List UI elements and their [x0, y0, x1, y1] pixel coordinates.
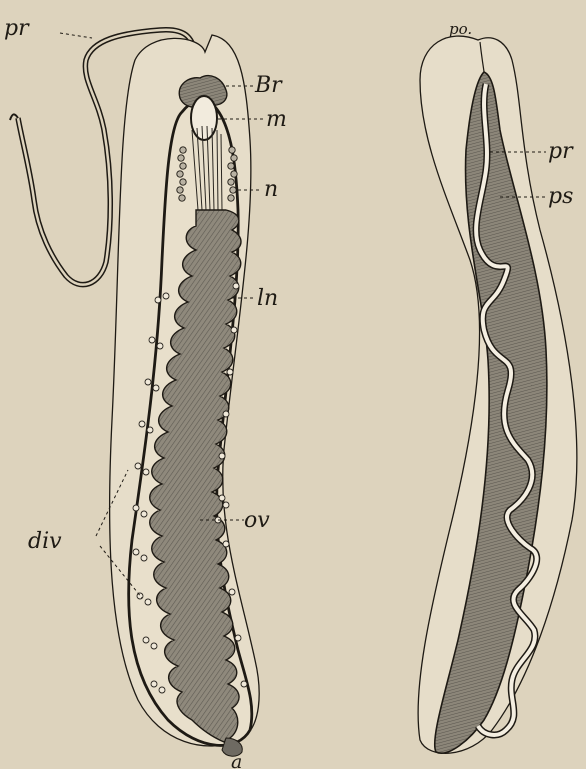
label-br: Br: [254, 73, 283, 98]
label-right-pr: pr: [548, 139, 574, 164]
label-po: po.: [449, 20, 472, 38]
label-n: n: [264, 177, 278, 202]
mouth: [191, 96, 217, 140]
label-ps: ps: [548, 184, 573, 209]
label-ln: ln: [257, 286, 278, 311]
label-left-pr: pr: [4, 16, 30, 41]
left-specimen: [10, 30, 259, 757]
label-ov: ov: [244, 508, 270, 533]
label-m: m: [266, 107, 287, 132]
label-a: a: [231, 751, 242, 769]
label-div: div: [28, 529, 62, 554]
